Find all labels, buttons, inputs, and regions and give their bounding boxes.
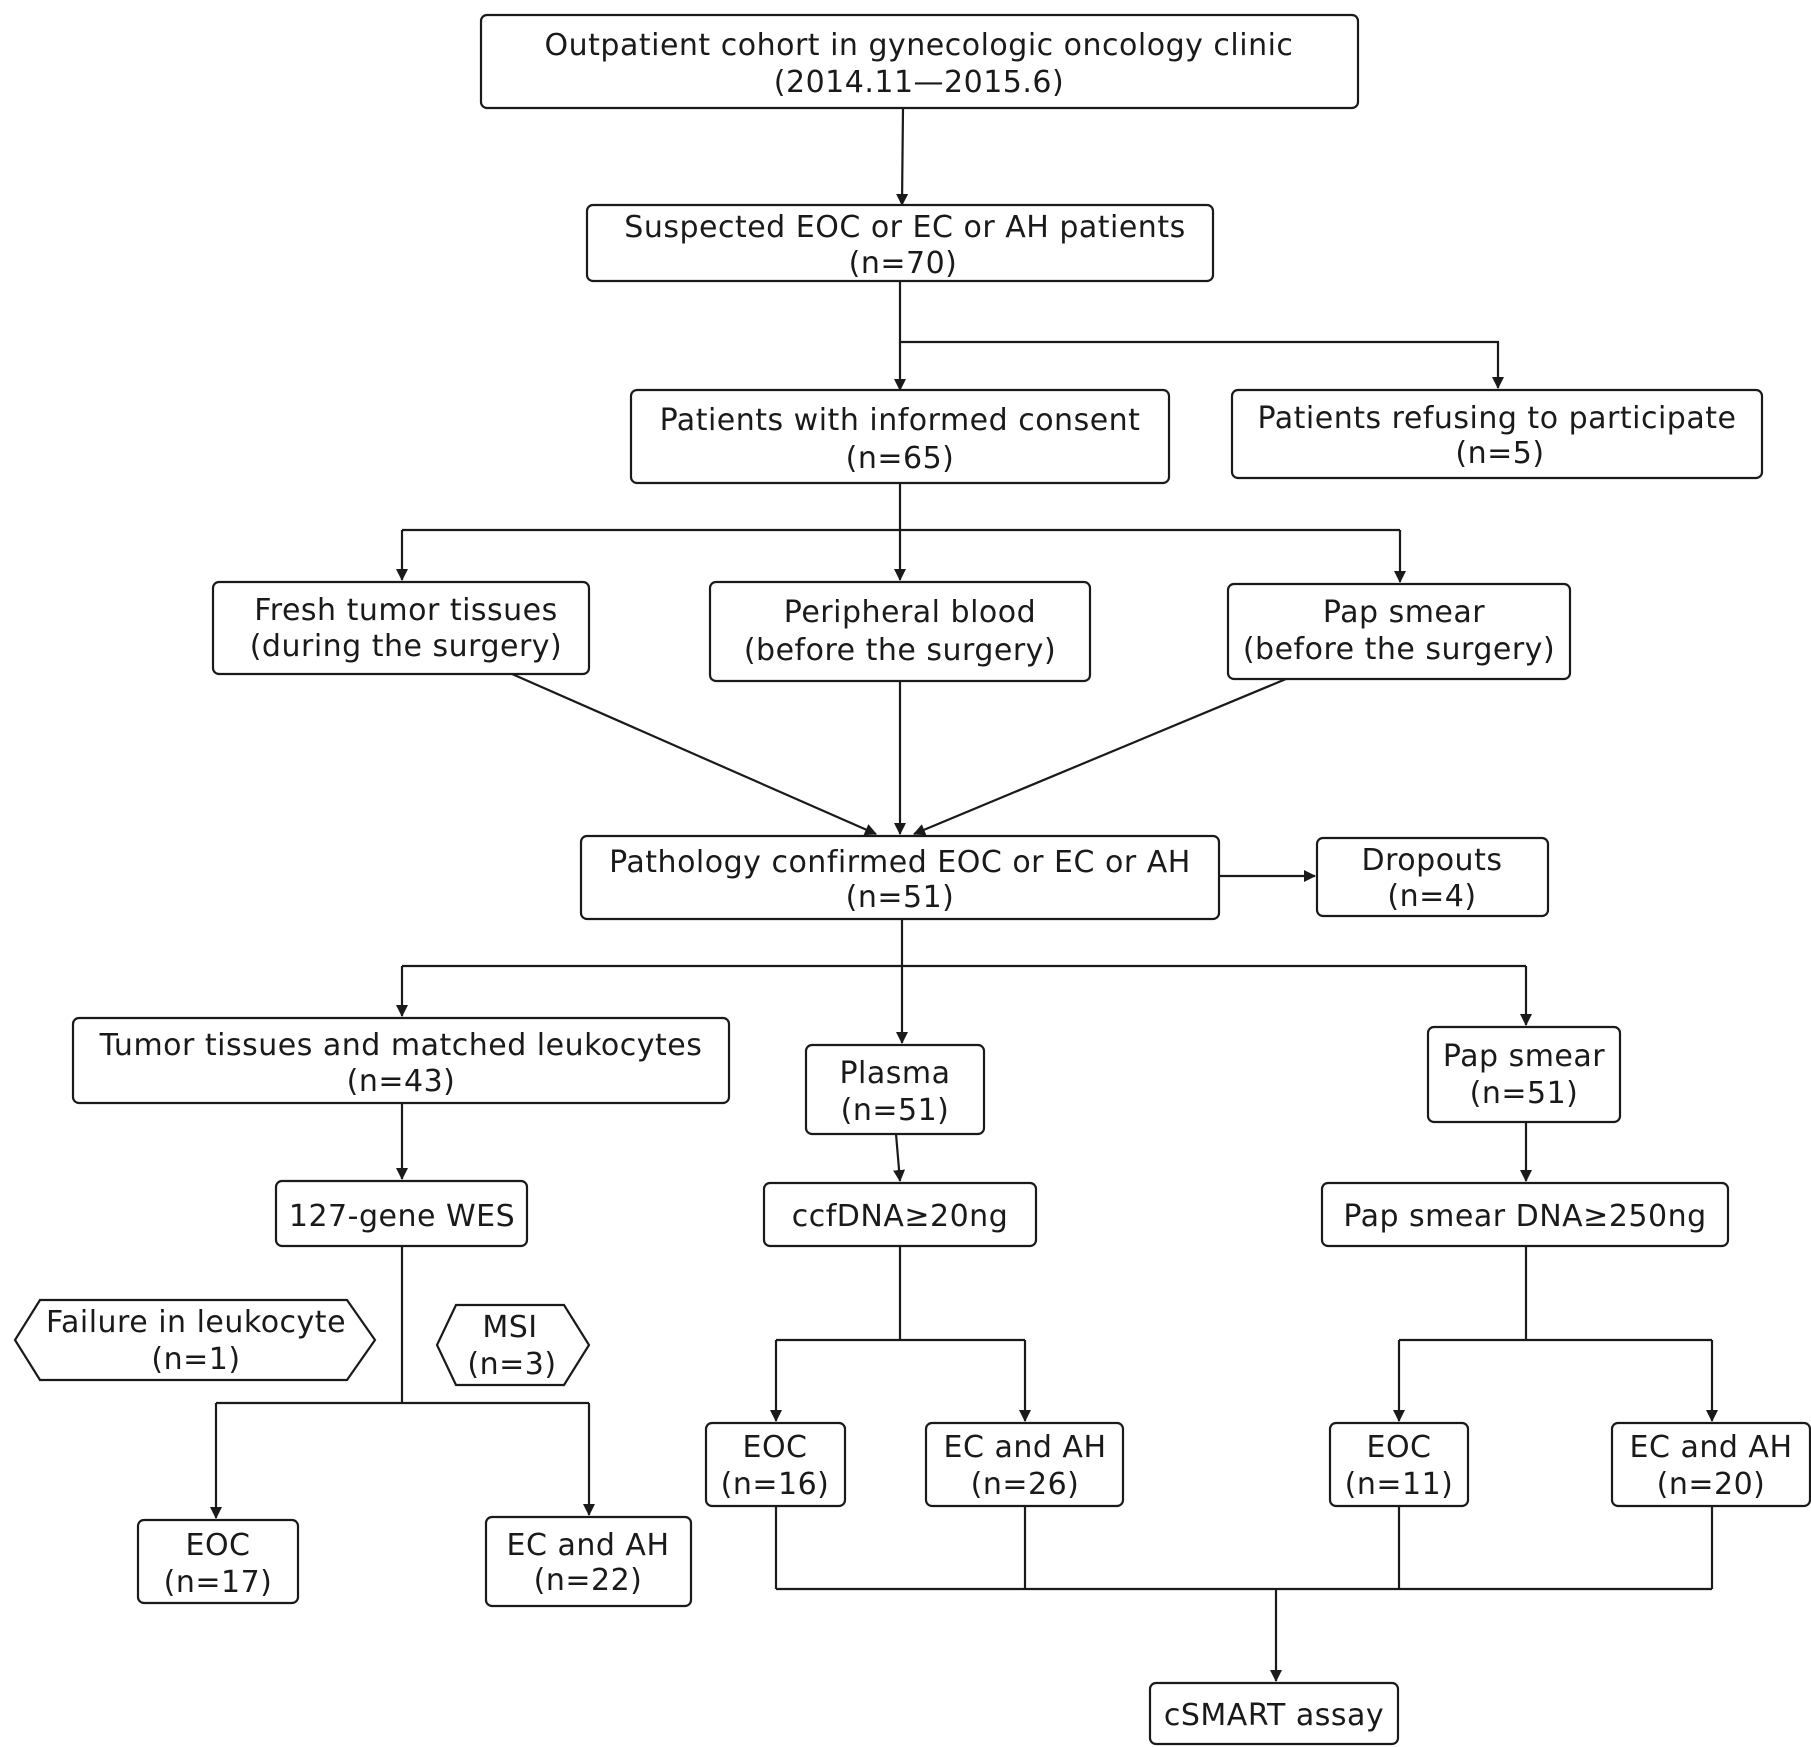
node-blood-note: (before the surgery) — [744, 633, 1056, 668]
arrow-to-refusing — [900, 340, 1504, 389]
node-wes-eoc-title: EOC — [185, 1528, 250, 1563]
node-tumor-leukocytes: Tumor tissues and matched leukocytes (n=… — [71, 1016, 731, 1105]
node-dropouts: Dropouts (n=4) — [1315, 836, 1550, 918]
arrow-cohort-to-suspected — [896, 107, 909, 206]
node-ccfdna: ccfDNA≥20ng — [762, 1181, 1038, 1248]
node-plasma: Plasma (n=51) — [804, 1043, 986, 1136]
node-pathology-title: Pathology confirmed EOC or EC or AH — [609, 845, 1191, 880]
node-ccfdna-title: ccfDNA≥20ng — [792, 1199, 1008, 1234]
node-wes-ec-ah: EC and AH (n=22) — [484, 1515, 693, 1608]
node-plasma-eoc-count: (n=16) — [721, 1467, 830, 1502]
node-pap-collect-title: Pap smear — [1323, 595, 1485, 630]
node-wes-title: 127-gene WES — [289, 1199, 515, 1234]
node-pap-eoc-count: (n=11) — [1345, 1467, 1454, 1502]
node-fresh-tissue-title: Fresh tumor tissues — [254, 593, 558, 628]
node-wes: 127-gene WES — [274, 1179, 529, 1248]
node-refusing-count: (n=5) — [1455, 436, 1544, 471]
node-refusing-title: Patients refusing to participate — [1258, 401, 1737, 436]
node-pap-smear-count: (n=51) — [1470, 1076, 1579, 1111]
node-wes-ec-ah-count: (n=22) — [534, 1563, 643, 1598]
node-failure-leukocyte: Failure in leukocyte (n=1) — [13, 1298, 377, 1382]
node-wes-ec-ah-title: EC and AH — [507, 1528, 670, 1563]
node-plasma-count: (n=51) — [841, 1093, 950, 1128]
node-plasma-eoc-title: EOC — [742, 1430, 807, 1465]
node-pap-collect: Pap smear (before the surgery) — [1226, 582, 1572, 681]
node-cohort: Outpatient cohort in gynecologic oncolog… — [479, 13, 1360, 110]
node-refusing: Patients refusing to participate (n=5) — [1230, 388, 1764, 480]
node-pap-dna-title: Pap smear DNA≥250ng — [1343, 1199, 1706, 1234]
node-pap-ec-ah: EC and AH (n=20) — [1610, 1421, 1811, 1508]
node-pap-ec-ah-count: (n=20) — [1657, 1467, 1766, 1502]
node-consent: Patients with informed consent (n=65) — [629, 388, 1171, 485]
node-plasma-ec-ah-count: (n=26) — [971, 1467, 1080, 1502]
node-pap-smear-title: Pap smear — [1443, 1039, 1605, 1074]
node-pap-eoc: EOC (n=11) — [1328, 1421, 1470, 1508]
node-failure-leukocyte-title: Failure in leukocyte — [46, 1305, 346, 1340]
node-cohort-title: Outpatient cohort in gynecologic oncolog… — [545, 28, 1294, 63]
node-plasma-title: Plasma — [839, 1056, 950, 1091]
node-fresh-tissue-note: (during the surgery) — [250, 629, 563, 664]
node-plasma-ec-ah: EC and AH (n=26) — [924, 1421, 1125, 1508]
node-wes-eoc-count: (n=17) — [164, 1565, 273, 1600]
connectors — [210, 107, 1718, 1682]
node-blood-title: Peripheral blood — [784, 595, 1036, 630]
node-pap-dna: Pap smear DNA≥250ng — [1320, 1181, 1730, 1248]
node-suspected-title: Suspected EOC or EC or AH patients — [624, 210, 1185, 245]
node-csmart-title: cSMART assay — [1164, 1698, 1384, 1733]
node-msi-title: MSI — [482, 1310, 537, 1345]
node-suspected-count: (n=70) — [849, 246, 958, 281]
arrow-to-ccfdna — [893, 1133, 906, 1182]
node-tumor-leukocytes-count: (n=43) — [347, 1064, 456, 1099]
node-pathology: Pathology confirmed EOC or EC or AH (n=5… — [579, 834, 1221, 921]
node-tumor-leukocytes-title: Tumor tissues and matched leukocytes — [99, 1028, 703, 1063]
node-wes-eoc: EOC (n=17) — [136, 1518, 300, 1605]
node-plasma-eoc: EOC (n=16) — [704, 1421, 847, 1508]
node-msi-count: (n=3) — [467, 1347, 556, 1382]
node-csmart: cSMART assay — [1148, 1681, 1400, 1746]
node-pap-smear: Pap smear (n=51) — [1426, 1025, 1622, 1124]
node-consent-count: (n=65) — [846, 441, 955, 476]
node-pap-eoc-title: EOC — [1366, 1430, 1431, 1465]
node-cohort-period: (2014.11—2015.6) — [774, 65, 1064, 100]
node-pap-collect-note: (before the surgery) — [1243, 632, 1555, 667]
arrow-tissue-to-pathology — [511, 672, 877, 836]
node-plasma-ec-ah-title: EC and AH — [944, 1430, 1107, 1465]
node-msi: MSI (n=3) — [435, 1303, 591, 1387]
node-pathology-count: (n=51) — [846, 880, 955, 915]
node-pap-ec-ah-title: EC and AH — [1630, 1430, 1793, 1465]
node-blood: Peripheral blood (before the surgery) — [708, 580, 1092, 683]
node-failure-leukocyte-count: (n=1) — [151, 1342, 240, 1377]
arrow-pap-to-pathology — [913, 677, 1287, 836]
node-consent-title: Patients with informed consent — [660, 403, 1141, 438]
node-dropouts-title: Dropouts — [1362, 843, 1503, 878]
node-fresh-tissue: Fresh tumor tissues (during the surgery) — [211, 580, 591, 676]
node-dropouts-count: (n=4) — [1387, 879, 1476, 914]
node-suspected: Suspected EOC or EC or AH patients (n=70… — [585, 203, 1215, 283]
